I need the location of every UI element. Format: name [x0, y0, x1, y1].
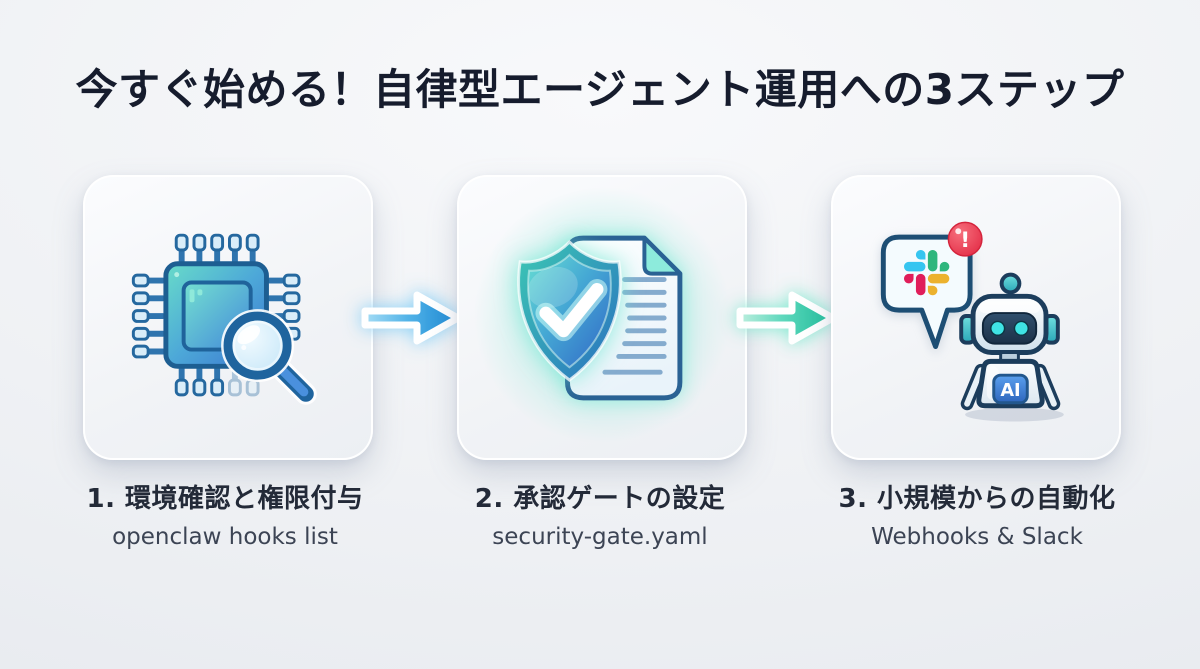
step-1-subcaption: openclaw hooks list	[112, 524, 338, 550]
step-card-2	[457, 175, 747, 460]
ai-chest-badge-label: AI	[1000, 381, 1020, 401]
step-2-subcaption: security-gate.yaml	[492, 524, 708, 550]
ai-chest-badge	[992, 373, 1029, 405]
magnifier-icon	[221, 309, 317, 405]
step-3-subcaption: Webhooks & Slack	[871, 524, 1083, 550]
page-title: 今すぐ始める！自律型エージェント運用への3ステップ	[75, 65, 1125, 114]
step-card-3: AI !	[831, 175, 1121, 460]
step-2-title: 2. 承認ゲートの設定	[474, 484, 726, 514]
alert-badge-icon: !	[947, 221, 983, 257]
check-mark	[539, 282, 604, 338]
step-2-caption-block: 2. 承認ゲートの設定 security-gate.yaml	[430, 478, 770, 550]
robot-eye-left	[990, 320, 1006, 336]
document-text-lines	[602, 277, 667, 375]
slack-speech-bubble	[880, 234, 973, 350]
step-card-1	[83, 175, 373, 460]
step-1-caption-block: 1. 環境確認と権限付与 openclaw hooks list	[55, 478, 395, 550]
step-1-title: 1. 環境確認と権限付与	[86, 484, 364, 514]
robot-icon: AI	[959, 272, 1061, 411]
slack-logo-icon	[904, 249, 950, 296]
arrow-right-blue-icon	[361, 291, 462, 345]
slack-alert-robot-icon: AI !	[880, 221, 1064, 422]
chip-magnifier-icon	[131, 233, 317, 405]
robot-shadow	[965, 407, 1064, 422]
robot-eye-right	[1013, 320, 1029, 336]
arrow-right-teal-icon	[736, 291, 837, 345]
robot-face	[981, 312, 1038, 345]
shield-check-document-icon	[473, 186, 731, 444]
step-3-caption-block: 3. 小規模からの自動化 Webhooks & Slack	[807, 478, 1147, 550]
step-3-title: 3. 小規模からの自動化	[838, 484, 1116, 514]
shield-check-icon	[517, 239, 622, 382]
alert-exclamation: !	[960, 228, 970, 253]
antenna-ball	[999, 272, 1022, 295]
